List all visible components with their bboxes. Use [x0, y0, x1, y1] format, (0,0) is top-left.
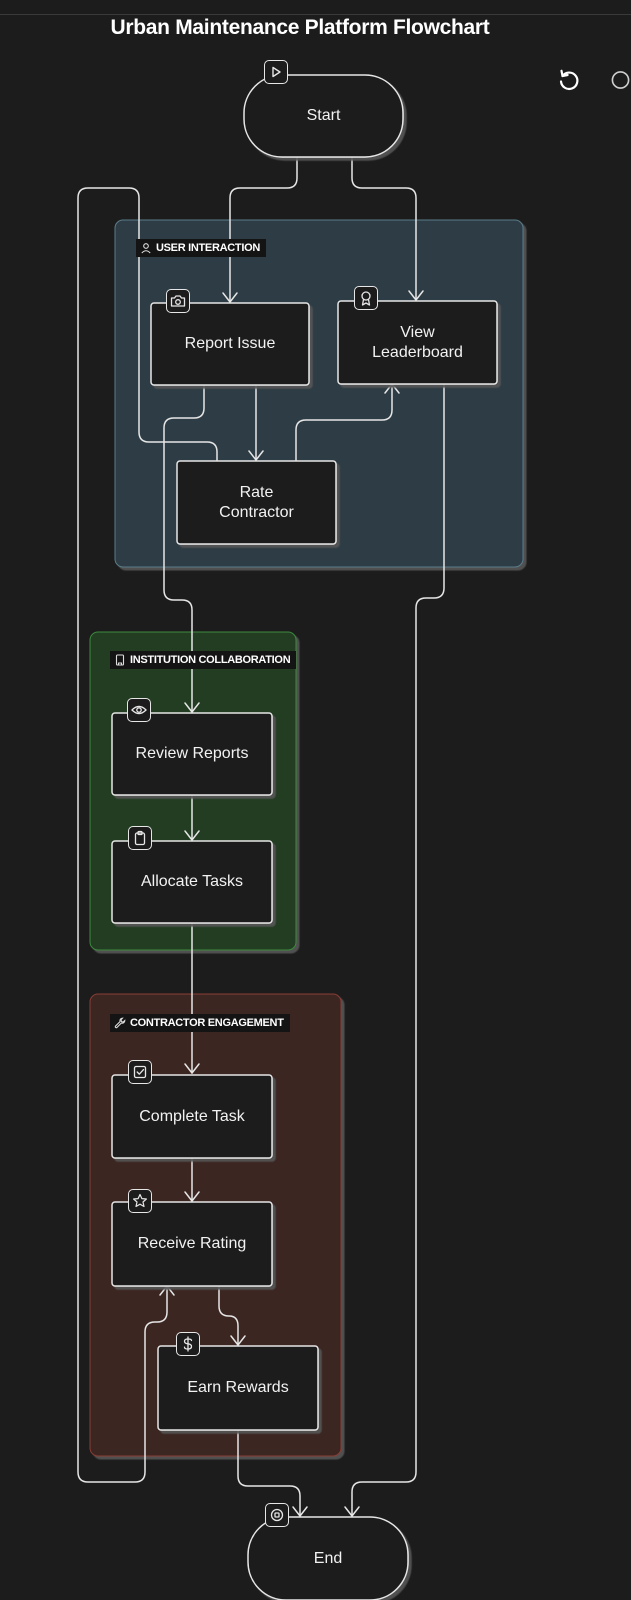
- end-label: End: [313, 1549, 343, 1567]
- edge-start-view-leaderboard: [351, 156, 417, 301]
- camera-icon: [170, 295, 186, 307]
- node-complete-task-badge: [128, 1060, 152, 1084]
- earn-rewards-label: Earn Rewards: [187, 1379, 289, 1396]
- group-label-contractor-engagement: CONTRACTOR ENGAGEMENT: [110, 1014, 290, 1032]
- reset-view-button[interactable]: [553, 64, 585, 96]
- node-report-issue-badge: [166, 289, 190, 313]
- stop-icon: [270, 1508, 284, 1522]
- node-allocate-tasks[interactable]: [111, 840, 273, 924]
- node-receive-rating-badge: [128, 1189, 152, 1213]
- node-earn-rewards[interactable]: [157, 1345, 319, 1431]
- diagram-title: Urban Maintenance Platform Flowchart: [110, 16, 490, 39]
- clipboard-icon: [134, 830, 146, 846]
- node-end-badge: [265, 1503, 289, 1527]
- node-view-leaderboard-badge: [354, 286, 378, 310]
- allocate-tasks-label: Allocate Tasks: [141, 873, 243, 890]
- group-label-text: USER INTERACTION: [156, 242, 260, 254]
- dollar-icon: [183, 1336, 193, 1352]
- node-earn-rewards-badge: [176, 1332, 200, 1356]
- arrowhead: [230, 1335, 246, 1346]
- building-icon: [115, 654, 125, 666]
- wrench-icon: [114, 1017, 126, 1029]
- arrowhead: [408, 290, 424, 301]
- node-end[interactable]: [247, 1516, 409, 1600]
- node-review-reports-badge: [127, 698, 151, 722]
- report-issue-label: Report Issue: [184, 335, 276, 352]
- arrowhead: [248, 450, 264, 461]
- review-reports-label: Review Reports: [135, 745, 249, 762]
- user-icon: [141, 243, 151, 254]
- node-start-badge: [264, 60, 288, 84]
- arrowhead: [292, 1506, 308, 1517]
- rotate-ccw-icon: [559, 69, 579, 91]
- rate-contractor-label: Rate Contractor: [219, 483, 294, 521]
- arrowhead: [344, 1506, 360, 1517]
- top-divider: [0, 14, 631, 15]
- edge-report-issue-review-reports: [163, 384, 205, 713]
- edge-start-report-issue: [229, 156, 298, 303]
- arrowhead: [222, 292, 238, 303]
- node-start[interactable]: [243, 74, 404, 158]
- complete-task-label: Complete Task: [139, 1107, 245, 1125]
- node-rate-contractor[interactable]: [176, 460, 337, 545]
- node-allocate-tasks-badge: [128, 826, 152, 850]
- circle-icon: [611, 71, 630, 89]
- edge-receive-rating-earn-rewards: [218, 1285, 239, 1346]
- play-icon: [272, 66, 281, 78]
- node-view-leaderboard[interactable]: [337, 300, 498, 385]
- edge-rate-contractor-view-leaderboard: [295, 383, 393, 461]
- group-label-user-interaction: USER INTERACTION: [136, 239, 266, 257]
- eye-icon: [131, 705, 147, 715]
- group-label-text: INSTITUTION COLLABORATION: [130, 654, 291, 666]
- edge-rate-contractor-loop: [77, 187, 218, 1483]
- edge-earn-rewards-end: [237, 1429, 301, 1517]
- check-square-icon: [133, 1065, 147, 1079]
- award-icon: [361, 291, 371, 306]
- star-icon: [133, 1193, 147, 1208]
- arrowhead: [184, 702, 200, 713]
- node-report-issue[interactable]: [150, 302, 310, 386]
- node-receive-rating[interactable]: [111, 1201, 273, 1287]
- receive-rating-label: Receive Rating: [137, 1235, 247, 1252]
- arrowhead: [184, 830, 200, 841]
- arrowhead: [184, 1191, 200, 1202]
- group-label-text: CONTRACTOR ENGAGEMENT: [130, 1017, 284, 1029]
- group-label-institution-collaboration: INSTITUTION COLLABORATION: [110, 651, 297, 669]
- start-label: Start: [306, 107, 341, 124]
- edge-view-leaderboard-end: [351, 383, 445, 1517]
- node-review-reports[interactable]: [111, 712, 273, 796]
- view-leaderboard-label: View Leaderboard: [372, 323, 463, 361]
- arrowhead: [184, 1063, 200, 1074]
- more-options-button[interactable]: [610, 64, 631, 96]
- node-complete-task[interactable]: [111, 1074, 273, 1159]
